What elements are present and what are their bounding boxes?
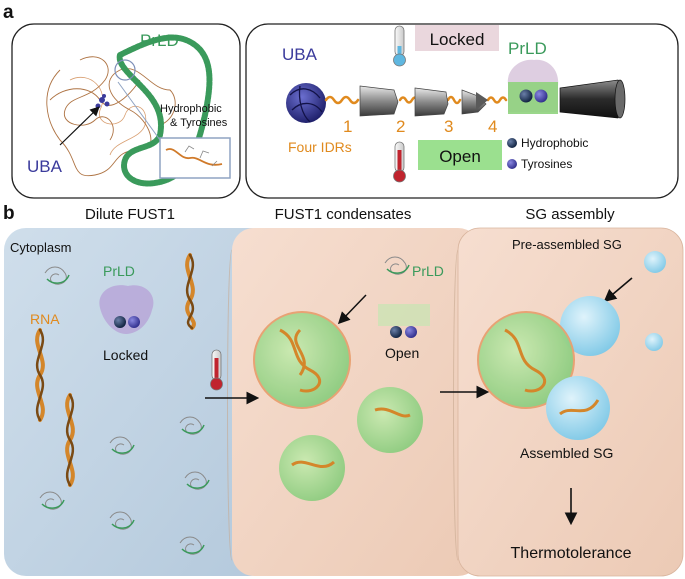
hydrophobic-sphere	[519, 89, 533, 103]
pre-assembled-sg-small	[644, 251, 666, 273]
assembled-sg-label: Assembled SG	[520, 445, 613, 461]
terminal-cap	[614, 79, 626, 119]
a-right-prld-label: PrLD	[508, 39, 547, 58]
dilute-cell	[4, 228, 272, 576]
sg-condensate-rna	[504, 328, 547, 393]
uba-domain-icon	[286, 83, 326, 123]
hot-thermometer-icon	[393, 141, 406, 183]
cytoplasm-label: Cytoplasm	[10, 240, 71, 255]
idr-number-4: 4	[488, 117, 497, 136]
callout-inset-chain	[165, 148, 223, 166]
thermotolerance-label: Thermotolerance	[511, 545, 632, 562]
pre-assembled-sg-label: Pre-assembled SG	[512, 237, 622, 252]
title-dilute: Dilute FUST1	[85, 206, 175, 223]
condensate-droplets	[253, 311, 423, 501]
sg-droplet-tiny	[645, 333, 663, 351]
four-idrs-label: Four IDRs	[288, 139, 352, 155]
assembled-sg-droplet	[546, 376, 610, 440]
sg-condensate-droplet	[477, 311, 575, 409]
legend-tyrosines-icon	[507, 159, 517, 169]
fust1-molecules	[39, 256, 410, 555]
callout-line-1: Hydrophobic	[160, 103, 222, 115]
sg-incoming-arrow	[603, 277, 633, 303]
callout-line-2: & Tyrosines	[170, 117, 228, 129]
b-locked-label: Locked	[103, 347, 148, 363]
legend-hydrophobic-label: Hydrophobic	[521, 136, 588, 150]
prld-open-region	[508, 82, 558, 114]
rna-label: RNA	[30, 311, 60, 327]
idr-number-2: 2	[396, 117, 405, 136]
assembled-sg-rna	[559, 399, 600, 416]
idr-number-1: 1	[343, 117, 352, 136]
condensate-cell	[232, 228, 480, 576]
a-left-prld-label: PrLD	[140, 31, 179, 50]
locked-state-box	[415, 25, 499, 51]
callout-leader	[117, 81, 161, 141]
sg-droplet-large	[560, 296, 620, 356]
locked-state-label: Locked	[430, 30, 485, 49]
b-open-label: Open	[385, 345, 419, 361]
b-cond-prld-label: PrLD	[412, 263, 444, 279]
callout-inset-box	[159, 137, 231, 179]
panel-b-label: b	[3, 203, 15, 224]
title-condensates: FUST1 condensates	[275, 206, 412, 223]
prld-to-droplet-arrow	[337, 294, 367, 325]
a-right-uba-label: UBA	[282, 45, 318, 64]
callout-inset-sidechains	[184, 145, 218, 167]
idr-segments	[359, 85, 488, 117]
open-hydrophobic-sphere	[390, 326, 402, 338]
a-left-uba-label: UBA	[27, 157, 63, 176]
panel-a-label: a	[3, 2, 14, 23]
open-tyrosine-sphere	[405, 326, 417, 338]
open-state-label: Open	[439, 147, 481, 166]
b-dilute-prld-label: PrLD	[103, 263, 135, 279]
title-sg-assembly: SG assembly	[525, 206, 615, 223]
cold-thermometer-icon	[393, 25, 406, 67]
locked-prld-icon	[99, 285, 154, 334]
uba-pointer-arrow	[59, 106, 100, 146]
open-prld-region	[378, 304, 430, 326]
open-state-box	[418, 140, 502, 170]
legend-hydrophobic-icon	[507, 138, 517, 148]
tyrosine-sphere	[534, 89, 548, 103]
idr-number-3: 3	[444, 117, 453, 136]
rna-strands	[35, 253, 196, 487]
heat-thermometer-icon	[210, 349, 223, 391]
legend-tyrosines-label: Tyrosines	[521, 157, 572, 171]
